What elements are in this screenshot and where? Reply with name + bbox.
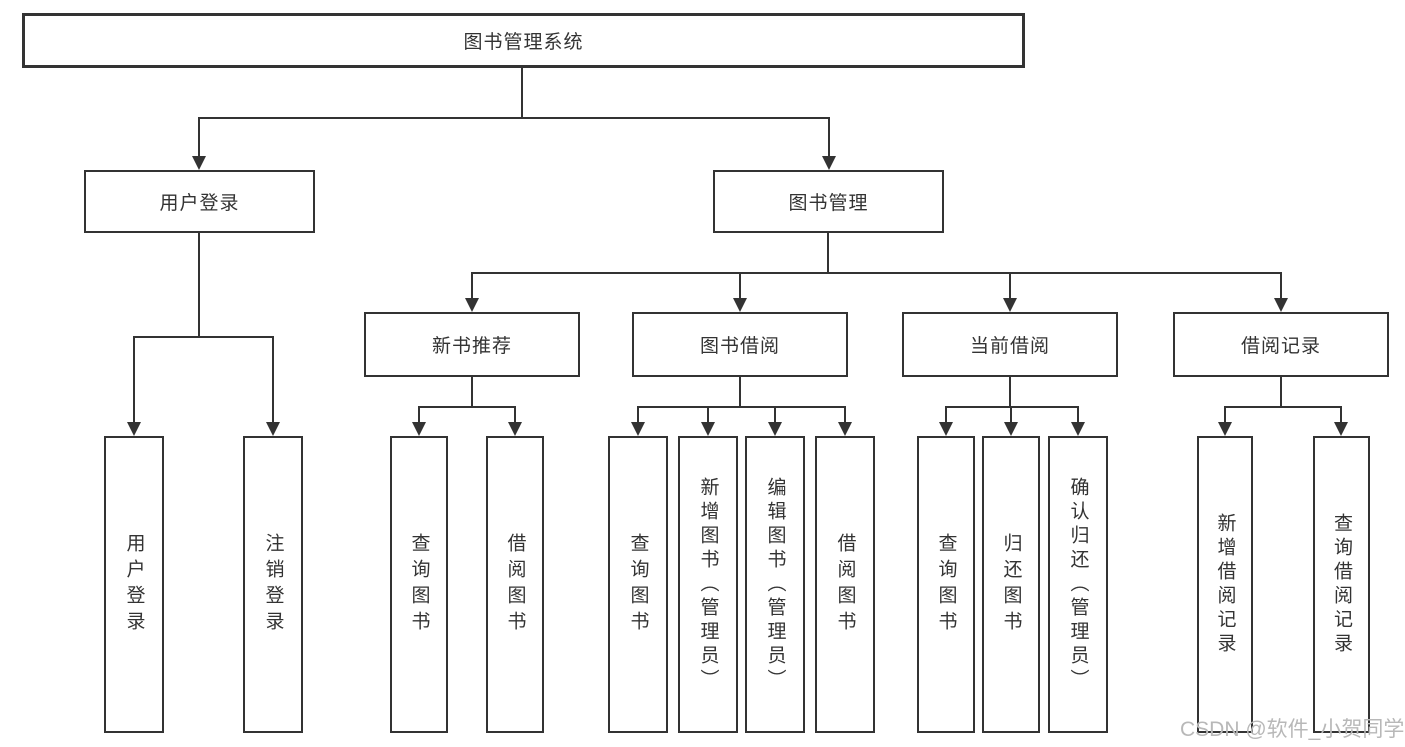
connector-line	[739, 272, 741, 298]
connector-line	[844, 406, 846, 422]
connector-line	[1010, 406, 1012, 422]
connector-line	[272, 336, 274, 422]
leaf-borrow-books-recommend: 借阅图书	[486, 436, 544, 733]
connector-line	[133, 336, 135, 422]
leaf-add-book-admin: 新增图书（管理员）	[678, 436, 738, 733]
node-book-management: 图书管理	[713, 170, 944, 233]
connector-line	[471, 377, 473, 407]
leaf-label: 确认归还（管理员）	[1067, 476, 1089, 693]
arrowhead-down-icon	[939, 422, 953, 436]
arrowhead-down-icon	[192, 156, 206, 170]
arrowhead-down-icon	[1004, 422, 1018, 436]
connector-line	[521, 68, 523, 118]
connector-line	[198, 117, 830, 119]
node-label: 图书借阅	[699, 336, 780, 357]
connector-line	[418, 406, 420, 422]
leaf-label: 新增借阅记录	[1214, 512, 1236, 657]
leaf-query-borrow-record: 查询借阅记录	[1313, 436, 1370, 733]
leaf-label: 借阅图书	[834, 532, 856, 637]
leaf-return-book: 归还图书	[982, 436, 1040, 733]
leaf-add-borrow-record: 新增借阅记录	[1197, 436, 1253, 733]
connector-line	[1280, 377, 1282, 407]
leaf-query-books-current: 查询图书	[917, 436, 975, 733]
csdn-watermark: CSDN @软件_小贺同学	[1180, 718, 1405, 741]
connector-line	[945, 406, 947, 422]
node-library-management-system: 图书管理系统	[22, 13, 1025, 68]
connector-line	[827, 233, 829, 273]
connector-line	[1009, 272, 1011, 298]
connector-line	[198, 117, 200, 157]
connector-line	[739, 377, 741, 407]
leaf-label: 编辑图书（管理员）	[764, 476, 786, 693]
leaf-query-books-borrowing: 查询图书	[608, 436, 668, 733]
arrowhead-down-icon	[412, 422, 426, 436]
arrowhead-down-icon	[838, 422, 852, 436]
arrowhead-down-icon	[768, 422, 782, 436]
node-book-borrowing: 图书借阅	[632, 312, 848, 377]
arrowhead-down-icon	[631, 422, 645, 436]
connector-line	[1077, 406, 1079, 422]
node-label: 借阅记录	[1240, 336, 1321, 357]
node-label: 用户登录	[159, 193, 240, 214]
node-user-login: 用户登录	[84, 170, 315, 233]
leaf-label: 归还图书	[1000, 532, 1022, 637]
connector-line	[637, 406, 639, 422]
connector-line	[198, 233, 200, 337]
node-label: 图书管理	[788, 193, 869, 214]
arrowhead-down-icon	[465, 298, 479, 312]
connector-line	[133, 336, 274, 338]
connector-line	[471, 272, 1282, 274]
connector-line	[418, 406, 516, 408]
arrowhead-down-icon	[266, 422, 280, 436]
arrowhead-down-icon	[1274, 298, 1288, 312]
node-label: 新书推荐	[431, 336, 512, 357]
connector-line	[945, 406, 1079, 408]
leaf-user-login: 用户登录	[104, 436, 164, 733]
leaf-borrow-books-borrowing: 借阅图书	[815, 436, 875, 733]
leaf-label: 用户登录	[123, 532, 145, 637]
arrowhead-down-icon	[508, 422, 522, 436]
connector-line	[1009, 377, 1011, 407]
arrowhead-down-icon	[127, 422, 141, 436]
node-label: 图书管理系统	[463, 32, 584, 53]
leaf-label: 注销登录	[262, 532, 284, 637]
arrowhead-down-icon	[822, 156, 836, 170]
node-new-book-recommendation: 新书推荐	[364, 312, 580, 377]
arrowhead-down-icon	[1003, 298, 1017, 312]
arrowhead-down-icon	[701, 422, 715, 436]
node-current-borrowing: 当前借阅	[902, 312, 1118, 377]
node-label: 当前借阅	[969, 336, 1050, 357]
arrowhead-down-icon	[1218, 422, 1232, 436]
leaf-edit-book-admin: 编辑图书（管理员）	[745, 436, 805, 733]
leaf-label: 查询图书	[627, 532, 649, 637]
leaf-confirm-return-admin: 确认归还（管理员）	[1048, 436, 1108, 733]
connector-line	[1224, 406, 1342, 408]
connector-line	[1224, 406, 1226, 422]
leaf-logout: 注销登录	[243, 436, 303, 733]
leaf-label: 新增图书（管理员）	[697, 476, 719, 693]
connector-line	[828, 117, 830, 157]
connector-line	[471, 272, 473, 298]
arrowhead-down-icon	[733, 298, 747, 312]
leaf-label: 查询借阅记录	[1331, 512, 1352, 657]
arrowhead-down-icon	[1071, 422, 1085, 436]
connector-line	[514, 406, 516, 422]
arrowhead-down-icon	[1334, 422, 1348, 436]
leaf-label: 借阅图书	[504, 532, 526, 637]
leaf-label: 查询图书	[935, 532, 957, 637]
connector-line	[1340, 406, 1342, 422]
connector-line	[1280, 272, 1282, 298]
node-borrowing-records: 借阅记录	[1173, 312, 1389, 377]
connector-line	[774, 406, 776, 422]
leaf-query-books-recommend: 查询图书	[390, 436, 448, 733]
connector-line	[637, 406, 846, 408]
leaf-label: 查询图书	[408, 532, 430, 637]
connector-line	[707, 406, 709, 422]
